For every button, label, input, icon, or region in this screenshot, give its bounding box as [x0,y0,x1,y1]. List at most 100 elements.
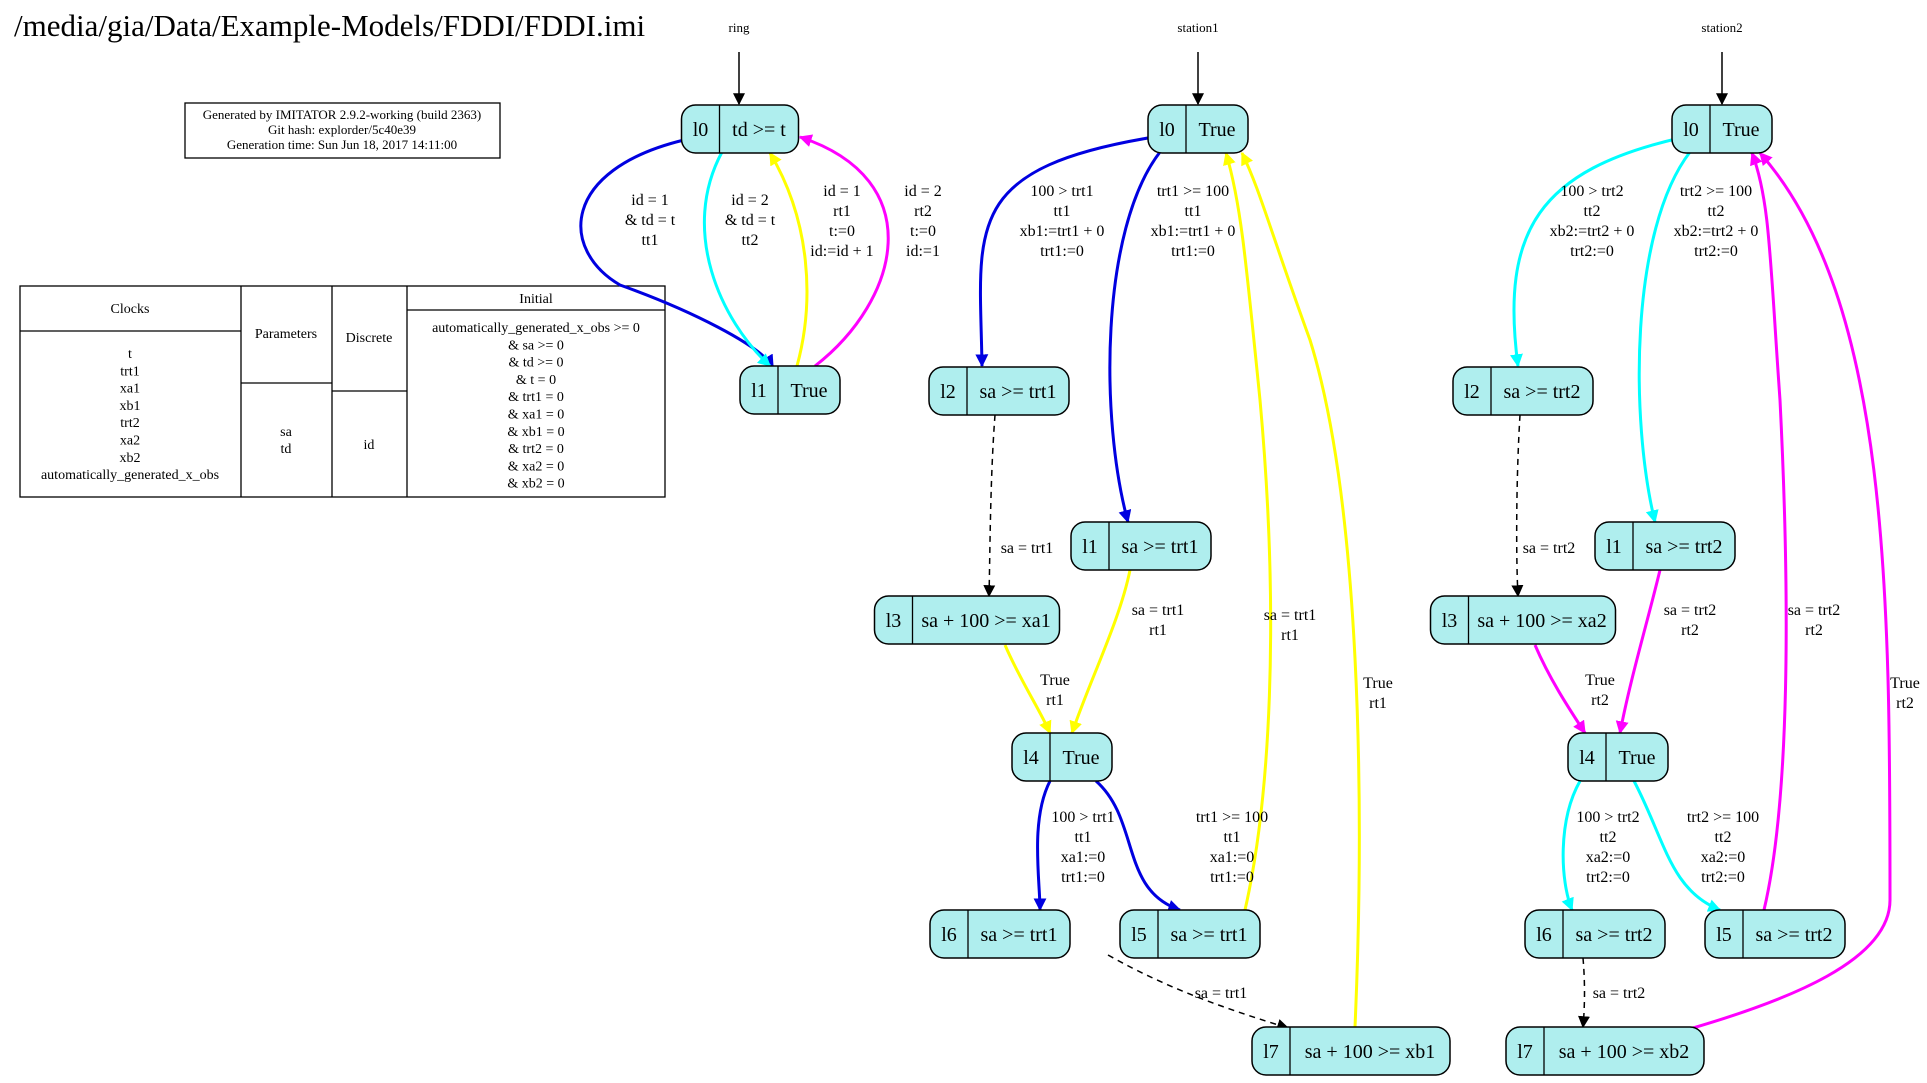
clock-variable: t [128,347,132,362]
transition-label-line: trt2:=0 [1570,243,1614,260]
transition-label-line: id = 1 [631,192,668,209]
location-box [1505,1026,1705,1076]
transition-label-s1_l2-to-s1_l3: sa = trt1 [1001,540,1054,557]
transition-label-line: sa = trt2 [1523,540,1576,557]
initial-header: Initial [519,292,553,307]
transition-label-s2_l2-to-s2_l3: sa = trt2 [1523,540,1576,557]
location-box [928,366,1070,416]
initial-constraint: & xb2 = 0 [507,477,564,492]
location-name: l2 [940,381,956,403]
transition-label-line: tt2 [1715,829,1732,846]
discrete-header: Discrete [346,331,393,346]
transition-label-line: sa = trt2 [1664,602,1717,619]
location-name: l7 [1517,1041,1533,1063]
transition-label-line: trt2 >= 100 [1680,183,1752,200]
transition-edge-ring_l1-to-ring_l0 [798,134,890,368]
transition-edge-s1_l4-to-s1_l5 [1095,779,1182,913]
transition-edge-s1_l0-to-s1_l2 [975,136,1149,368]
transition-label-line: xa2:=0 [1701,849,1746,866]
discrete-list: id [364,438,375,453]
clocks-header: Clocks [111,302,150,317]
transition-edge-s2_l0-to-s2_l1 [1637,151,1692,524]
location-invariant: sa + 100 >= xa1 [921,610,1050,632]
transition-edge-s1_l6-to-s1_l7 [1107,954,1290,1031]
location-box [1147,104,1249,154]
transition-edge-s1_l3-to-s1_l4 [1003,644,1052,735]
location-box [1704,909,1846,959]
initial-constraint: & sa >= 0 [508,338,564,353]
initial-constraint: & xa2 = 0 [508,459,565,474]
transition-edge-s1_l7-to-s1_l0 [1240,151,1361,1028]
transition-label-line: xa1:=0 [1061,849,1106,866]
transition-label-line: trt1:=0 [1171,243,1215,260]
location-invariant: True [790,380,827,402]
transition-label-s2_l1-to-s2_l4: sa = trt2 rt2 [1664,602,1717,639]
clock-variable: xb1 [120,399,141,414]
location-name: l5 [1716,924,1732,946]
location-invariant: sa >= trt1 [980,381,1057,403]
transition-edge-s2_l4-to-s2_l5 [1632,780,1722,912]
location-name: l0 [1159,119,1175,141]
transition-label-line: 100 > trt1 [1030,183,1093,200]
transition-label-line: rt2 [1681,622,1699,639]
transition-edge-s1_l1-to-s1_l4 [1069,569,1132,735]
clocks-list: ttrt1xa1xb1trt2xa2xb2automatically_gener… [41,347,219,483]
info-git-hash-line: Git hash: explorder/5c40e39 [268,122,416,137]
transition-label-line: rt2 [1805,622,1823,639]
transition-label-line: xb2:=trt2 + 0 [1674,223,1759,240]
transition-label-line: trt1:=0 [1210,869,1254,886]
initial-constraint: automatically_generated_x_obs >= 0 [432,321,640,336]
location-invariant: sa >= trt2 [1576,924,1653,946]
transition-label-line: rt2 [1591,692,1609,709]
location-box [1251,1026,1451,1076]
clock-variable: xa2 [120,434,140,449]
info-generation-time-line: Generation time: Sun Jun 18, 2017 14:11:… [227,137,457,152]
transition-label-line: trt2:=0 [1694,243,1738,260]
location-name: l0 [693,119,709,141]
location-invariant: True [1062,747,1099,769]
transition-edge-s2_l1-to-s2_l4 [1615,569,1662,735]
transition-edge-ring_l1-to-ring_l0 [768,151,809,367]
transition-label-s2_l6-to-s2_l7: sa = trt2 [1593,985,1646,1002]
initial-list: automatically_generated_x_obs >= 0 & sa >… [432,321,640,492]
location-invariant: sa >= trt1 [1122,536,1199,558]
location-invariant: True [1722,119,1759,141]
location-s2_l3: l3 sa + 100 >= xa2 [1429,595,1617,645]
location-invariant: sa + 100 >= xa2 [1477,610,1606,632]
transition-label-line: tt1 [1224,829,1241,846]
initial-constraint: & td >= 0 [508,356,563,371]
variables-table: Clocks Parameters Discrete Initial ttrt1… [19,285,666,498]
transition-label-line: tt2 [1600,829,1617,846]
transition-label-line: & td = t [725,212,776,229]
transition-label-line: sa = trt1 [1132,602,1185,619]
info-box: Generated by IMITATOR 2.9.2-working (bui… [184,102,501,159]
transition-edge-s1_l0-to-s1_l1 [1108,151,1162,524]
location-name: l6 [941,924,957,946]
location-invariant: sa + 100 >= xb2 [1559,1041,1690,1063]
parameters-header: Parameters [255,327,317,342]
transition-label-line: trt1 >= 100 [1157,183,1229,200]
transition-edge-ring_l0-to-ring_l1 [702,151,772,368]
transition-label-line: True [1040,672,1070,689]
location-box [1594,521,1736,571]
location-name: l3 [1442,610,1458,632]
location-invariant: sa >= trt2 [1646,536,1723,558]
transition-label-line: sa = trt1 [1195,985,1248,1002]
transition-label-line: sa = trt2 [1593,985,1646,1002]
